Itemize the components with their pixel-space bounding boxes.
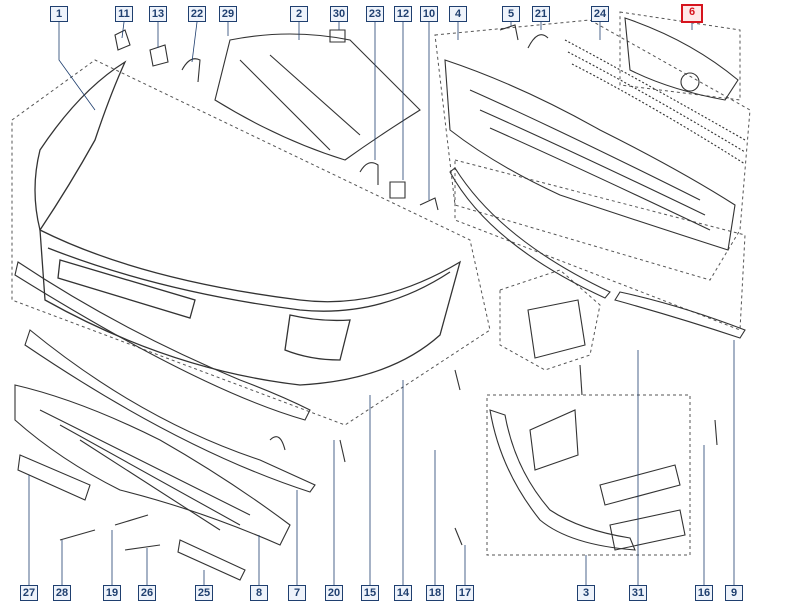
callout-12[interactable]: 12: [394, 6, 412, 22]
callout-30[interactable]: 30: [330, 6, 348, 22]
callout-29[interactable]: 29: [219, 6, 237, 22]
callout-24[interactable]: 24: [591, 6, 609, 22]
callout-25[interactable]: 25: [195, 585, 213, 601]
callout-9[interactable]: 9: [725, 585, 743, 601]
callout-21[interactable]: 21: [532, 6, 550, 22]
callout-4[interactable]: 4: [449, 6, 467, 22]
grille-frame: [434, 19, 751, 281]
fog-lamp-cover: [624, 17, 739, 101]
bracket-frame: [486, 394, 691, 556]
bumper-cover: [34, 60, 462, 386]
callout-18[interactable]: 18: [426, 585, 444, 601]
callout-16[interactable]: 16: [695, 585, 713, 601]
bumper-frame: [11, 59, 491, 426]
kit-frame: [499, 269, 601, 371]
callout-31[interactable]: 31: [629, 585, 647, 601]
callout-10[interactable]: 10: [420, 6, 438, 22]
callout-8[interactable]: 8: [250, 585, 268, 601]
grille-assembly: [444, 39, 746, 251]
callout-15[interactable]: 15: [361, 585, 379, 601]
callout-17[interactable]: 17: [456, 585, 474, 601]
trim-frame: [454, 159, 746, 331]
callout-23[interactable]: 23: [366, 6, 384, 22]
callout-20[interactable]: 20: [325, 585, 343, 601]
callout-6-highlighted[interactable]: 6: [681, 4, 703, 23]
callout-27[interactable]: 27: [20, 585, 38, 601]
skid-plate: [14, 384, 291, 546]
callout-28[interactable]: 28: [53, 585, 71, 601]
callout-11[interactable]: 11: [115, 6, 133, 22]
mounting-brackets: [489, 409, 686, 551]
group-frames: [11, 11, 751, 556]
callout-13[interactable]: 13: [149, 6, 167, 22]
air-deflector: [214, 33, 421, 161]
callout-19[interactable]: 19: [103, 585, 121, 601]
callout-26[interactable]: 26: [138, 585, 156, 601]
callout-22[interactable]: 22: [188, 6, 206, 22]
leader-lines: [28, 21, 735, 585]
trim-strips: [14, 167, 746, 493]
callout-1[interactable]: 1: [50, 6, 68, 22]
callout-14[interactable]: 14: [394, 585, 412, 601]
hardware: [17, 24, 718, 581]
callout-7[interactable]: 7: [288, 585, 306, 601]
callout-3[interactable]: 3: [577, 585, 595, 601]
fog-lamp-frame: [619, 11, 741, 101]
callout-5[interactable]: 5: [502, 6, 520, 22]
callout-2[interactable]: 2: [290, 6, 308, 22]
